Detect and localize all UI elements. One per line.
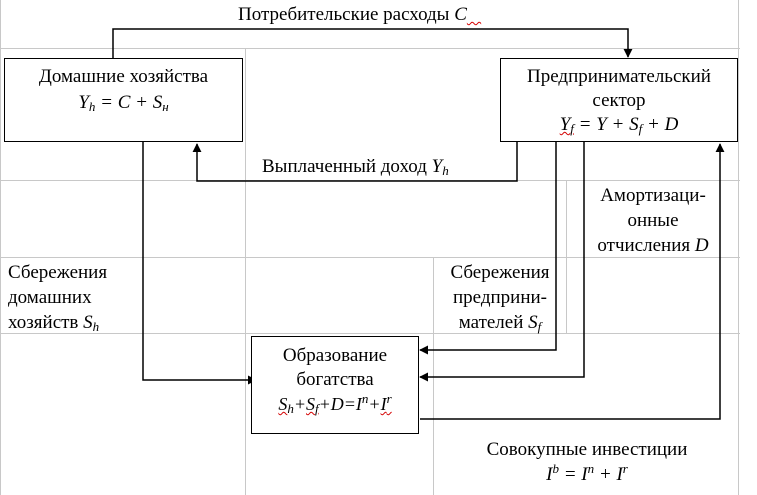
firm-savings-label: Сбережения предприни- мателей Sf — [436, 260, 564, 335]
consumption-text: Потребительские расходы — [238, 4, 450, 25]
formula-symbol: = Y + S — [573, 114, 639, 135]
grid-line — [0, 0, 1, 495]
spellcheck-mark: Sh — [278, 394, 294, 416]
formula-symbol: = C + S — [95, 92, 163, 113]
household-savings-line3: хозяйств Sh — [8, 310, 107, 335]
paid-income-text: Выплаченный доход — [262, 156, 427, 177]
grid-line — [738, 0, 739, 495]
grid-line — [245, 48, 246, 495]
formula-symbol: I — [380, 394, 387, 414]
household-savings-label: Сбережения домашних хозяйств Sh — [8, 260, 107, 335]
depreciation-arrow — [419, 142, 585, 382]
business-sector-title-line1: Предпринимательский — [527, 66, 711, 87]
formula-superscript: b — [552, 461, 559, 476]
formula-symbol: +D= — [318, 394, 356, 414]
depreciation-line2: онные — [627, 210, 679, 231]
spellcheck-mark: Yf — [560, 114, 574, 135]
formula-symbol: I — [355, 394, 362, 414]
household-savings-arrow — [142, 142, 257, 385]
formula-subscript: h — [287, 401, 294, 416]
formula-symbol: I — [581, 464, 588, 485]
formula-subscript: h — [88, 99, 96, 114]
depreciation-line1: Амортизаци- — [600, 185, 706, 206]
paid-income-subscript: h — [442, 163, 449, 178]
formula-subscript: f — [315, 401, 319, 416]
formula-superscript: n — [361, 391, 369, 406]
formula-symbol: + D — [642, 114, 679, 135]
wealth-formula: Sh+Sf+D=In+Ir — [252, 392, 418, 416]
grid-line — [0, 257, 740, 258]
firm-savings-var: S — [528, 312, 538, 333]
spellcheck-mark: Ir — [380, 391, 392, 414]
investment-arrow — [420, 143, 725, 420]
household-savings-var: S — [83, 312, 93, 333]
wealth-title-line1: Образование — [282, 345, 388, 366]
firm-savings-arrow — [419, 142, 557, 355]
consumption-label: Потребительские расходы C — [238, 2, 481, 27]
grid-line — [433, 257, 434, 495]
grid-line — [566, 180, 567, 333]
formula-symbol: Y — [559, 114, 571, 135]
paid-income-var: Y — [431, 156, 443, 177]
wealth-formation-box: Образование богатства Sh+Sf+D=In+Ir — [251, 336, 419, 434]
firm-savings-subscript: f — [537, 319, 542, 334]
total-investment-label: Совокупные инвестиции Ib = In + Ir — [442, 437, 732, 487]
formula-symbol: I — [616, 464, 623, 485]
spellcheck-mark: Sf — [306, 394, 319, 416]
formula-subscript: н — [162, 99, 169, 114]
grid-line — [0, 48, 740, 49]
formula-subscript: f — [638, 121, 643, 136]
depreciation-label: Амортизаци- онные отчисления D — [588, 183, 718, 258]
household-savings-line2: домашних — [8, 287, 92, 308]
total-investment-formula: Ib = In + Ir — [442, 462, 732, 487]
paid-income-arrow — [192, 142, 518, 182]
depreciation-var: D — [694, 235, 709, 256]
paid-income-label: Выплаченный доход Yh — [262, 154, 449, 179]
firm-savings-line2: предприни- — [452, 287, 548, 308]
depreciation-line3: отчисления D — [588, 233, 718, 258]
formula-symbol: + — [594, 464, 617, 485]
grid-line — [0, 333, 740, 334]
depreciation-text: отчисления — [597, 235, 691, 256]
firm-savings-text: мателей — [458, 312, 524, 333]
formula-symbol: Y — [78, 92, 89, 113]
consumption-var: C — [454, 4, 467, 25]
formula-subscript: f — [570, 121, 574, 136]
consumption-arrow — [112, 28, 633, 58]
households-formula: Yh = C + Sн — [5, 91, 242, 115]
formula-superscript: n — [587, 461, 595, 476]
households-title: Домашние хозяйства — [38, 66, 209, 87]
formula-symbol: = — [558, 464, 582, 485]
household-savings-text: хозяйств — [8, 312, 79, 333]
firm-savings-line1: Сбережения — [450, 262, 550, 283]
formula-symbol: I — [546, 464, 553, 485]
spellcheck-mark — [467, 4, 481, 25]
formula-symbol: + — [293, 394, 306, 414]
formula-symbol: S — [278, 394, 288, 414]
household-savings-subscript: h — [92, 319, 100, 334]
business-sector-formula: Yf = Y + Sf + D — [501, 113, 737, 137]
wealth-title-line2: богатства — [296, 369, 374, 390]
business-sector-title-line2: сектор — [592, 90, 646, 111]
firm-savings-line3: мателей Sf — [436, 310, 564, 335]
total-investment-text: Совокупные инвестиции — [486, 439, 688, 460]
formula-symbol: S — [306, 394, 315, 414]
business-sector-box: Предпринимательский сектор Yf = Y + Sf +… — [500, 58, 738, 142]
formula-superscript: r — [622, 461, 628, 476]
formula-symbol: + — [368, 394, 381, 414]
formula-superscript: r — [386, 391, 392, 406]
household-savings-line1: Сбережения — [8, 262, 108, 283]
households-box: Домашние хозяйства Yh = C + Sн — [4, 58, 243, 142]
